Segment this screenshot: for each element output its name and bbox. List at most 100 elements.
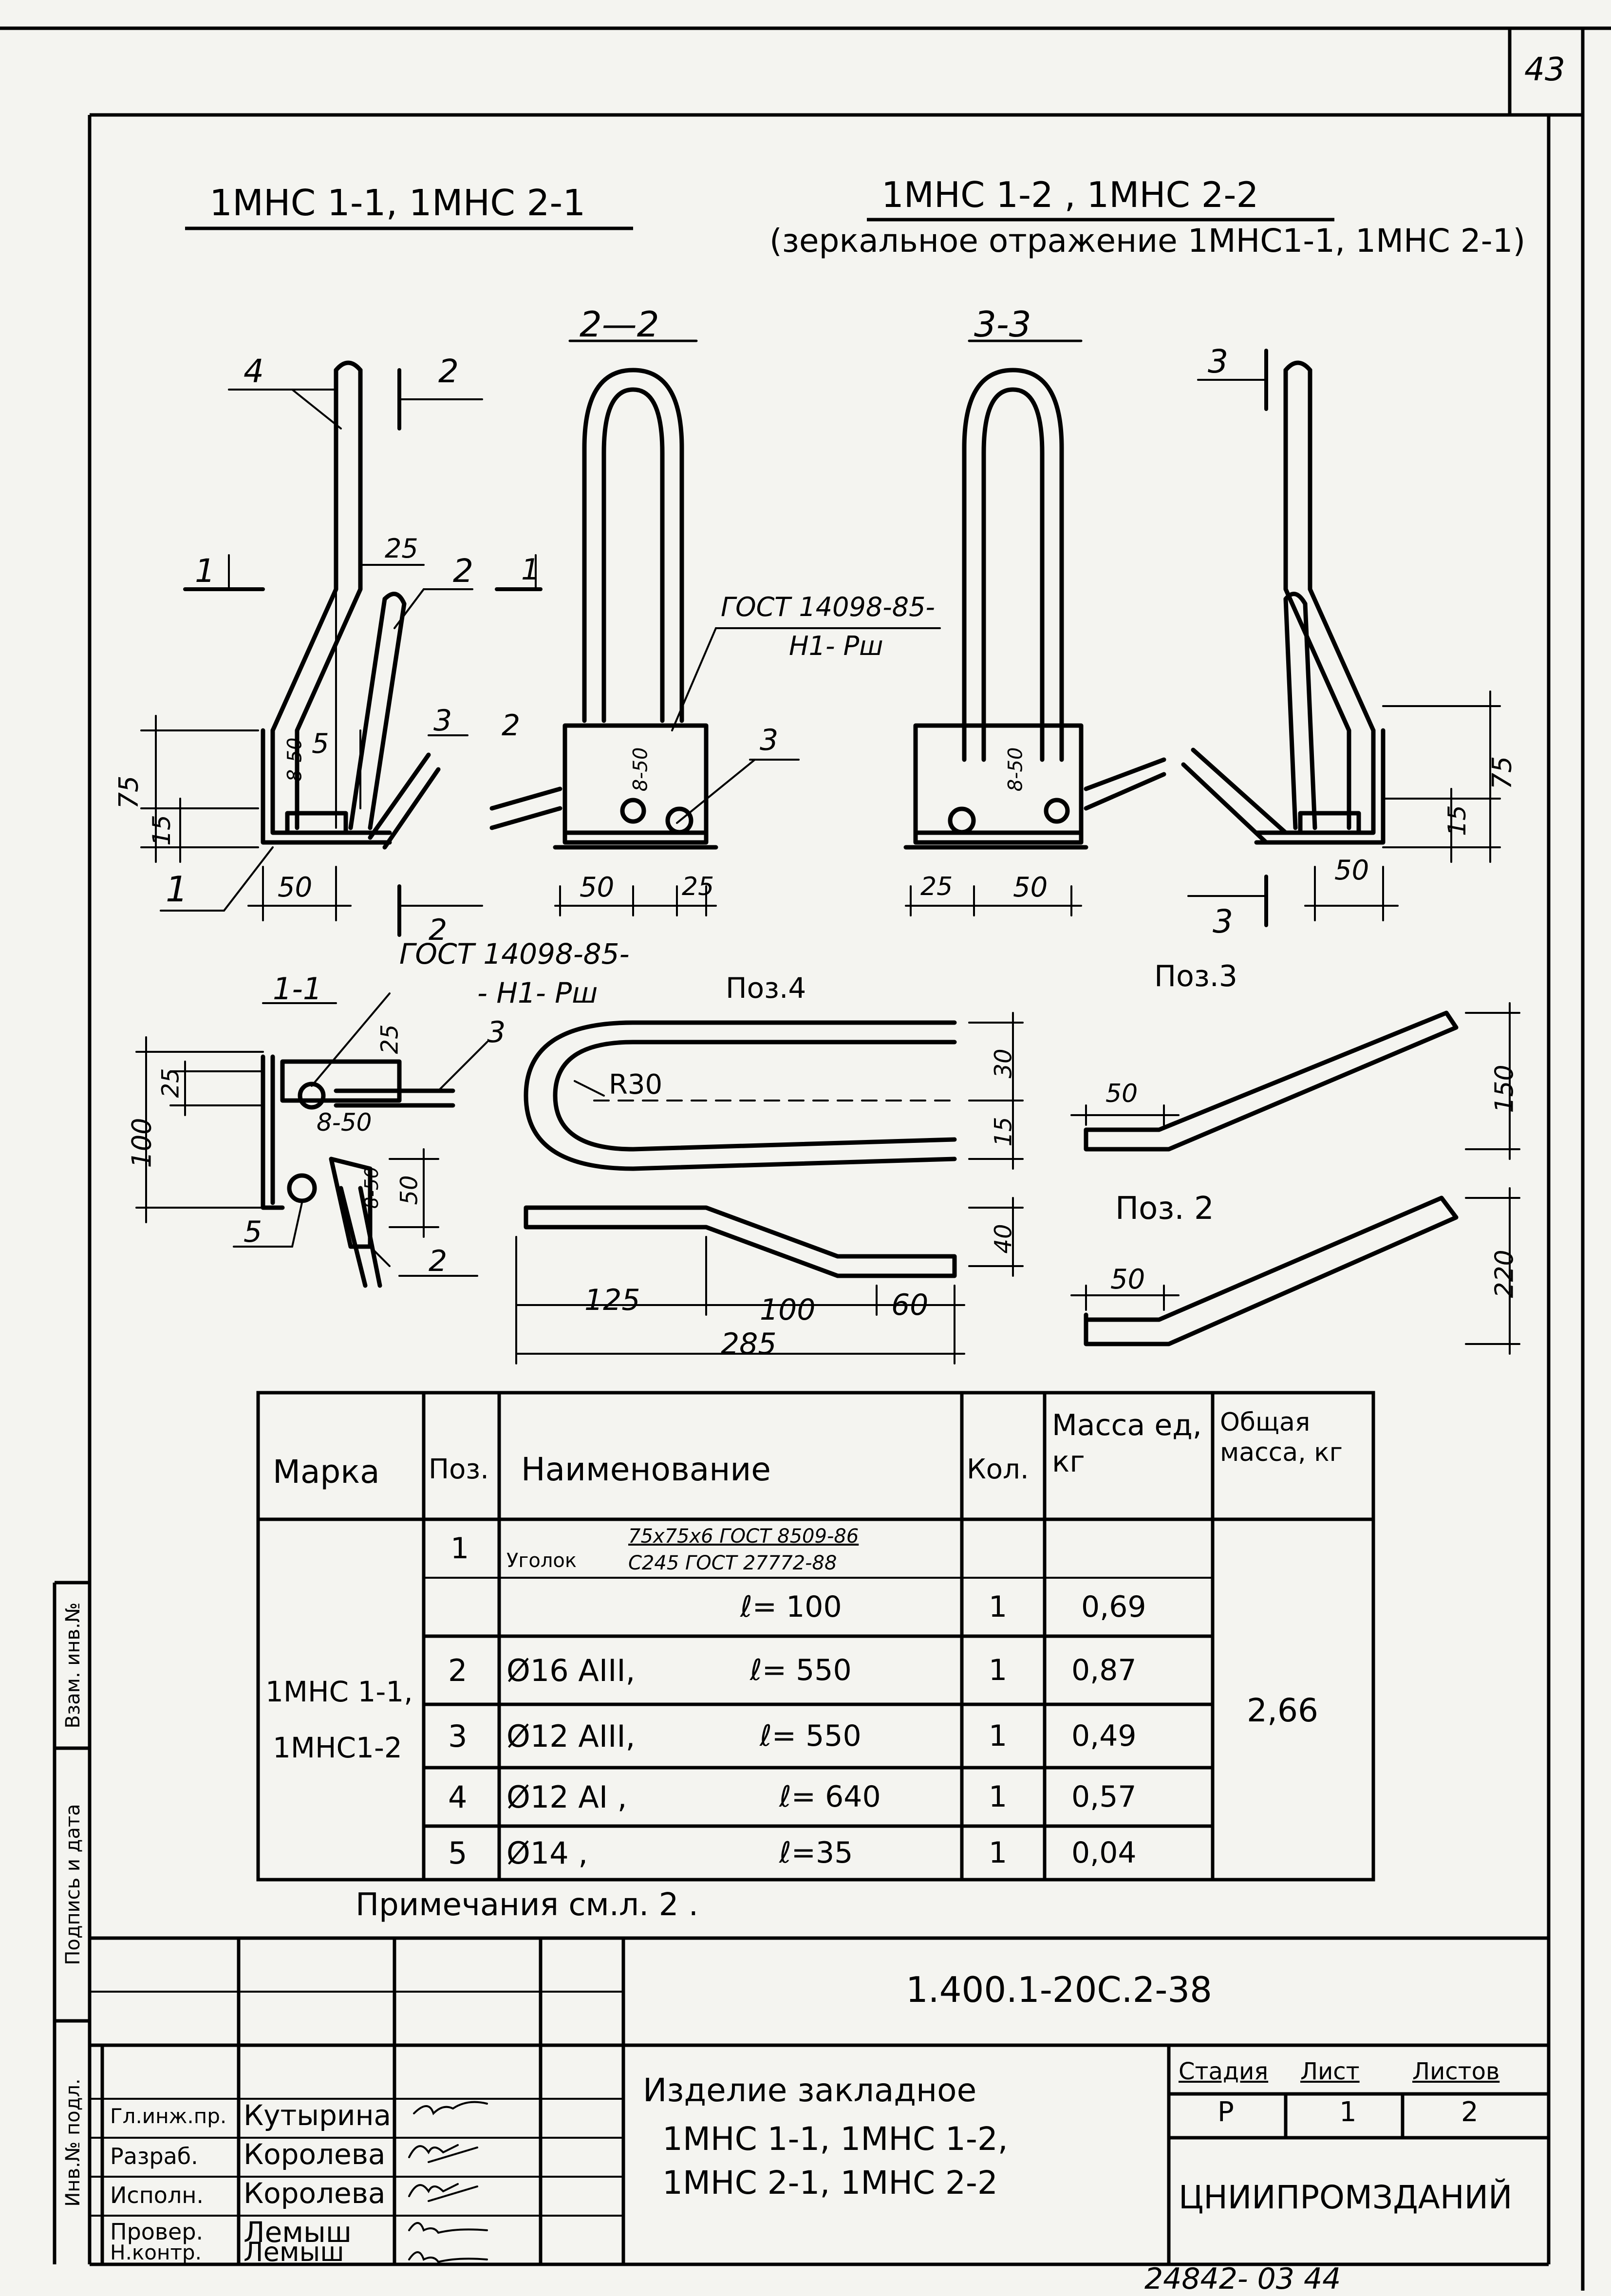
row6-length: ℓ=35 bbox=[779, 1836, 853, 1870]
section-label-2-2: 2—2 bbox=[580, 304, 659, 345]
row4-qty: 1 bbox=[989, 1719, 1008, 1753]
col-header-marka: Марка bbox=[273, 1453, 380, 1491]
section-1-1-view bbox=[135, 992, 488, 1288]
row5-name: Ø12 АI , bbox=[506, 1779, 627, 1815]
row3-mass: 0,87 bbox=[1071, 1653, 1137, 1687]
role-3: Исполн. bbox=[110, 2182, 204, 2208]
row4-length: ℓ= 550 bbox=[760, 1719, 862, 1753]
row6-name: Ø14 , bbox=[506, 1835, 588, 1871]
dim-25-mid: 25 bbox=[682, 872, 714, 901]
leader-label-3-detail: 3 bbox=[487, 1015, 506, 1049]
leader-label-2-mid: 2 bbox=[502, 709, 521, 743]
col-header-name: Наименование bbox=[521, 1451, 771, 1488]
gost-label-bottom: ГОСТ 14098-85- bbox=[399, 937, 630, 971]
stage-label: Стадия bbox=[1179, 2058, 1269, 2085]
dim-25-top-left: 25 bbox=[385, 533, 418, 564]
row3-pos: 2 bbox=[448, 1653, 468, 1688]
row2-qty: 1 bbox=[989, 1590, 1008, 1624]
row2-name: ℓ= 100 bbox=[740, 1590, 842, 1624]
footer-number: 24842- 03 44 bbox=[1144, 2262, 1341, 2296]
dim-50-pos2: 50 bbox=[1110, 1264, 1145, 1295]
col-header-qty: Кол. bbox=[967, 1454, 1029, 1485]
drawing-code: 1.400.1-20С.2-38 bbox=[906, 1969, 1212, 2010]
section-label-1-1: 1-1 bbox=[273, 971, 322, 1007]
leader-label-1: 1 bbox=[166, 869, 188, 910]
row6-mass: 0,04 bbox=[1071, 1836, 1137, 1870]
heading-left-underline bbox=[185, 226, 633, 230]
row4-name: Ø12 АIII, bbox=[506, 1718, 636, 1754]
row1-pos: 1 bbox=[450, 1531, 469, 1566]
side-view-right bbox=[1181, 349, 1501, 927]
marka-value-line1: 1МНС 1-1, bbox=[265, 1675, 413, 1708]
pos2-view bbox=[1070, 1187, 1520, 1355]
section-mark-1-mid: 1 bbox=[521, 553, 540, 587]
dim-285: 285 bbox=[721, 1327, 777, 1361]
dim-50-right-mid: 50 bbox=[1013, 872, 1048, 903]
col-header-mass-total: Общая масса, кг bbox=[1220, 1408, 1343, 1468]
dim-50-right: 50 bbox=[1334, 855, 1369, 886]
section-label-3-3: 3-3 bbox=[974, 304, 1031, 345]
heading-left: 1МНС 1-1, 1МНС 2-1 bbox=[209, 182, 586, 224]
pos3-label: Поз.3 bbox=[1154, 959, 1237, 993]
side-stamp-replacement-inv: Взам. инв.№ bbox=[62, 1602, 84, 1729]
leader-label-5-left: 5 bbox=[312, 728, 329, 760]
name-2: Королева bbox=[244, 2138, 386, 2171]
section-mark-3-bottom: 3 bbox=[1213, 903, 1233, 940]
name-3: Королева bbox=[244, 2177, 386, 2210]
dim-60: 60 bbox=[891, 1288, 929, 1322]
section-3-3-view bbox=[903, 339, 1166, 916]
side-stamp-original-inv: Инв.№ подл. bbox=[62, 2078, 84, 2207]
dim-8-50-detail-a: 8-50 bbox=[317, 1108, 372, 1137]
r30-label: R30 bbox=[609, 1069, 663, 1101]
notes-reference: Примечания см.л. 2 . bbox=[356, 1887, 699, 1923]
role-2: Разраб. bbox=[110, 2143, 198, 2169]
dim-50-mid: 50 bbox=[580, 872, 615, 903]
row6-qty: 1 bbox=[989, 1836, 1008, 1870]
row5-qty: 1 bbox=[989, 1780, 1008, 1814]
product-title-line3: 1МНС 2-1, 1МНС 2-2 bbox=[662, 2164, 998, 2202]
row1-name-bottom: С245 ГОСТ 27772-88 bbox=[628, 1552, 837, 1574]
stage-value: Р bbox=[1218, 2096, 1234, 2128]
row2-mass: 0,69 bbox=[1081, 1590, 1146, 1624]
pos3-view bbox=[1070, 1002, 1520, 1160]
role-1: Гл.инж.пр. bbox=[110, 2104, 227, 2128]
row4-pos: 3 bbox=[448, 1718, 468, 1754]
row5-length: ℓ= 640 bbox=[779, 1780, 881, 1814]
gost-label-top: ГОСТ 14098-85- bbox=[721, 592, 935, 622]
leader-label-2-left: 2 bbox=[453, 552, 473, 590]
section-mark-2-bottom: 2 bbox=[429, 913, 448, 947]
row5-mass: 0,57 bbox=[1071, 1780, 1137, 1814]
side-view-left bbox=[140, 360, 483, 937]
pos4-label: Поз.4 bbox=[726, 971, 806, 1005]
pos5-bar-view bbox=[515, 1197, 1024, 1364]
col-header-pos: Поз. bbox=[429, 1454, 489, 1485]
dim-50-pos3: 50 bbox=[1105, 1079, 1138, 1108]
heading-right: 1МНС 1-2 , 1МНС 2-2 bbox=[881, 174, 1259, 215]
side-stamp-signature-date: Подпись и дата bbox=[62, 1804, 84, 1965]
signatures bbox=[408, 2101, 488, 2263]
heading-right-note: (зеркальное отражение 1МНС1-1, 1МНС 2-1) bbox=[769, 222, 1526, 260]
sheets-label: Листов bbox=[1412, 2058, 1500, 2085]
row1-name-prefix: Уголок bbox=[506, 1549, 577, 1572]
dim-25-right: 25 bbox=[920, 872, 953, 901]
sheet-number-top: 43 bbox=[1524, 51, 1565, 88]
role-5: Н.контр. bbox=[110, 2240, 202, 2264]
product-title-line2: 1МНС 1-1, 1МНС 1-2, bbox=[662, 2120, 1008, 2158]
leader-label-2-detail: 2 bbox=[429, 1244, 448, 1278]
name-4: Лемыш bbox=[244, 2216, 352, 2249]
row3-qty: 1 bbox=[989, 1653, 1008, 1687]
row1-name-top: 75х75х6 ГОСТ 8509-86 bbox=[628, 1525, 859, 1548]
leader-label-4: 4 bbox=[244, 353, 264, 390]
name-1: Кутырина bbox=[244, 2099, 392, 2132]
section-2-2-view bbox=[489, 339, 941, 916]
gost-label-top-2: Н1- Рш bbox=[789, 631, 883, 661]
leader-label-3-left: 3 bbox=[433, 704, 452, 738]
leader-label-5-detail: 5 bbox=[244, 1215, 262, 1249]
details-drawing bbox=[135, 992, 1520, 1364]
section-mark-3-top: 3 bbox=[1208, 343, 1228, 380]
marka-value-line2: 1МНС1-2 bbox=[273, 1731, 402, 1764]
role-4: Провер. bbox=[110, 2219, 204, 2245]
